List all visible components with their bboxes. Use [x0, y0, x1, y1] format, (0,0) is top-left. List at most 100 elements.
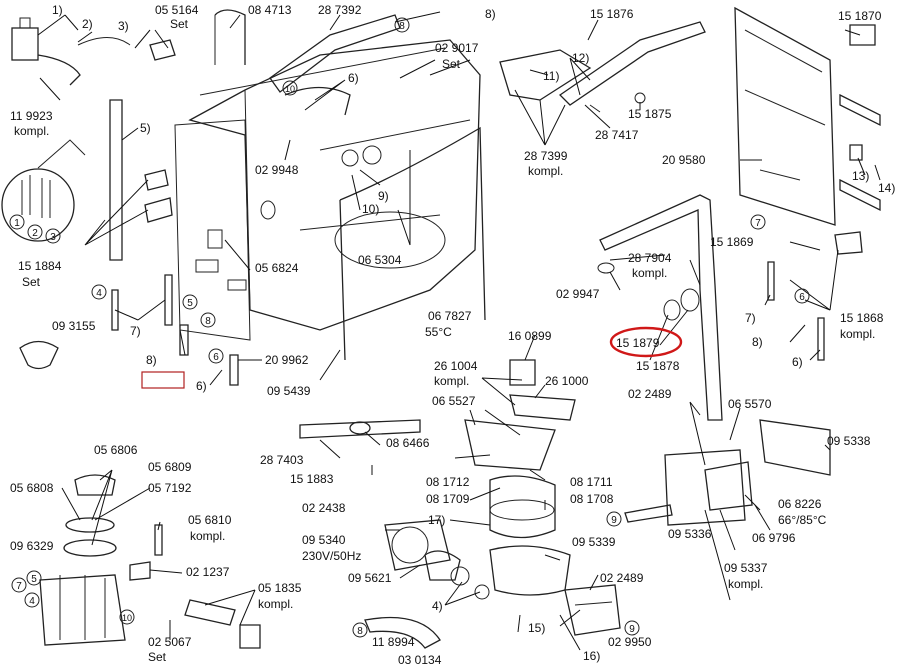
- label-82: 230V/50Hz: [302, 549, 361, 563]
- label-57: 02 2489: [628, 387, 672, 401]
- label-25: 6): [196, 379, 207, 393]
- label-83: 09 5339: [572, 535, 616, 549]
- label-46: 15 1868: [840, 311, 884, 325]
- nozzle: [362, 145, 382, 165]
- svg-text:1: 1: [14, 218, 20, 229]
- sump-assembly: [299, 359, 576, 600]
- callout-circle: 2: [27, 224, 43, 240]
- label-77: 09 5336: [668, 527, 712, 541]
- label-59: 09 5338: [827, 434, 871, 448]
- insulation-strip: [109, 99, 123, 261]
- door-panel: [734, 6, 881, 226]
- pin-3: [179, 324, 189, 356]
- label-87: kompl.: [728, 577, 763, 591]
- label-54: kompl.: [434, 374, 469, 388]
- svg-text:9: 9: [611, 515, 617, 526]
- label-30: 15 1876: [590, 7, 634, 21]
- label-55: 26 1000: [545, 374, 589, 388]
- hose-detail-circle: [1, 139, 86, 242]
- callout-circle: 8: [394, 17, 410, 33]
- callout-circle: 8: [352, 622, 368, 638]
- label-43: kompl.: [632, 266, 667, 280]
- callout-circle: 10: [282, 80, 298, 96]
- label-81: 09 5340: [302, 533, 346, 547]
- label-11: 6): [348, 71, 359, 85]
- label-24: 8): [146, 353, 157, 367]
- label-91: 02 5067: [148, 635, 192, 649]
- drain-pump: [564, 584, 621, 636]
- label-16: 9): [378, 189, 389, 203]
- svg-text:4: 4: [96, 288, 102, 299]
- label-3: 3): [118, 19, 129, 33]
- label-71: 05 6810: [188, 513, 232, 527]
- pin-r1: [767, 261, 775, 301]
- svg-text:2: 2: [32, 228, 38, 239]
- tub-body: [174, 39, 486, 361]
- pin-4: [229, 354, 239, 386]
- switch-part: [834, 231, 863, 255]
- part-labels: 1) 2) 3) 05 5164 Set 08 4713 28 7392 8) …: [10, 3, 895, 666]
- label-45: 7): [745, 311, 756, 325]
- label-88: 05 1835: [258, 581, 302, 595]
- label-39: 13): [852, 169, 869, 183]
- empty-label-box: [141, 371, 185, 389]
- svg-text:7: 7: [16, 581, 22, 592]
- svg-text:8: 8: [357, 626, 363, 637]
- label-85: 02 2489: [600, 571, 644, 585]
- pin-2: [164, 274, 173, 326]
- label-34: 28 7417: [595, 128, 639, 142]
- label-8: 8): [485, 7, 496, 21]
- label-65: 08 1709: [426, 492, 470, 506]
- svg-text:7: 7: [755, 218, 761, 229]
- label-26: 20 9962: [265, 353, 309, 367]
- label-95: 15): [528, 621, 545, 635]
- label-7: 28 7392: [318, 3, 362, 17]
- bracket-1: [144, 169, 169, 191]
- label-2: 2): [82, 17, 93, 31]
- seal-ring: [341, 149, 359, 167]
- label-14: 5): [140, 121, 151, 135]
- svg-text:4: 4: [29, 596, 35, 607]
- callout-circle: 9: [624, 620, 640, 636]
- label-53: 26 1004: [434, 359, 478, 373]
- label-89: kompl.: [258, 597, 293, 611]
- label-5: Set: [170, 17, 189, 31]
- label-67: 05 6806: [94, 443, 138, 457]
- label-17: 10): [362, 202, 379, 216]
- spray-arm-top-right: [499, 21, 706, 113]
- svg-text:6: 6: [799, 292, 805, 303]
- pump-motor: [384, 519, 461, 581]
- leader-lines: [37, 11, 881, 651]
- float-part: [19, 340, 59, 370]
- upper-spray-arm: [269, 14, 401, 93]
- label-79: 66°/85°C: [778, 513, 827, 527]
- bracket-2: [144, 197, 173, 223]
- label-96: 02 9950: [608, 635, 652, 649]
- label-9: 02 9017: [435, 41, 479, 55]
- label-76: 17): [428, 513, 445, 527]
- svg-text:6: 6: [213, 352, 219, 363]
- svg-text:5: 5: [187, 298, 193, 309]
- callout-circle: 3: [45, 228, 61, 244]
- svg-text:3: 3: [50, 232, 56, 243]
- label-72: kompl.: [190, 529, 225, 543]
- label-35: 28 7399: [524, 149, 568, 163]
- label-66: 08 1708: [570, 492, 614, 506]
- callout-circle: 4: [24, 592, 40, 608]
- svg-text:5: 5: [31, 574, 37, 585]
- label-28: 06 7827: [428, 309, 472, 323]
- svg-text:8: 8: [399, 21, 405, 32]
- callout-circle: 1: [9, 214, 25, 230]
- label-31: 12): [572, 51, 589, 65]
- label-47: kompl.: [840, 327, 875, 341]
- label-78: 06 8226: [778, 497, 822, 511]
- callout-circle: 8: [200, 312, 216, 328]
- label-70: 05 7192: [148, 481, 192, 495]
- label-63: 08 1712: [426, 475, 470, 489]
- label-64: 08 1711: [570, 475, 613, 489]
- label-93: 11 8994: [372, 635, 415, 649]
- pin-r2: [817, 317, 825, 361]
- valve-assembly: [11, 17, 131, 86]
- label-29: 55°C: [425, 325, 452, 339]
